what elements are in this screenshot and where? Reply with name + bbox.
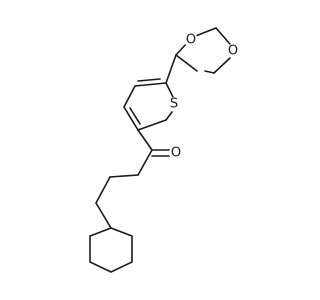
carbonyl-oxygen-label: O — [171, 146, 181, 161]
bond — [165, 54, 177, 84]
oxygen-atom-label: O — [228, 44, 238, 59]
bond — [165, 111, 173, 121]
cyclohexane-ring — [89, 227, 133, 273]
bond — [95, 176, 111, 204]
bond — [137, 119, 167, 131]
molecule-canvas: O O S O — [89, 27, 240, 273]
bond — [95, 202, 112, 229]
bond — [123, 85, 136, 108]
butanone-chain — [95, 129, 171, 229]
oxygen-atom-label: O — [186, 33, 196, 48]
bond — [134, 82, 167, 87]
bond — [137, 129, 153, 151]
bond — [165, 82, 174, 98]
dioxolane-ring — [175, 27, 231, 74]
bond — [213, 57, 231, 74]
bond — [204, 70, 215, 74]
bond — [109, 174, 139, 178]
cyclohexane-bonds — [89, 227, 133, 273]
structure-drawing: O O S O — [89, 27, 240, 273]
bond — [215, 27, 231, 45]
atom-labels: O O S O — [167, 33, 240, 161]
bond — [175, 54, 198, 72]
thiophene-ring — [123, 54, 177, 131]
sulfur-atom-label: S — [170, 97, 178, 112]
bond — [123, 106, 139, 131]
bond — [129, 107, 141, 125]
bond — [137, 149, 153, 176]
bond — [137, 78, 161, 82]
bond — [192, 27, 217, 38]
bond — [175, 42, 188, 56]
